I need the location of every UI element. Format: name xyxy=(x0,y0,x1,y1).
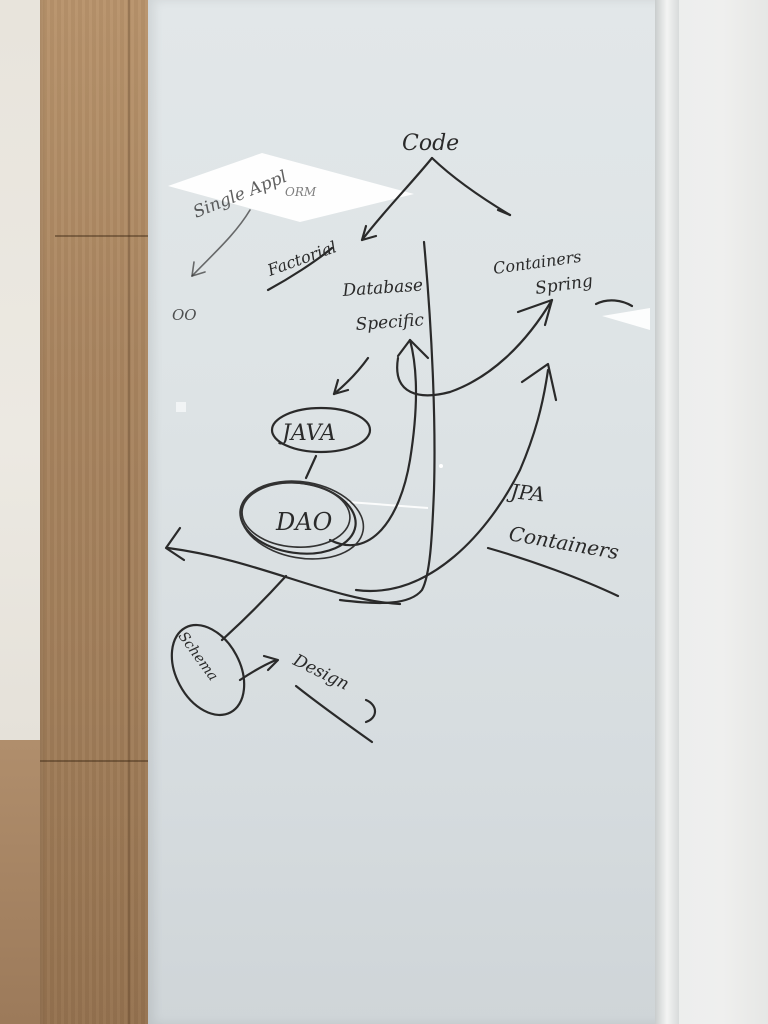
schema-ellipse xyxy=(170,623,246,717)
label-java: JAVA xyxy=(278,421,336,446)
board-dot xyxy=(439,464,443,468)
connector-java-dao xyxy=(304,454,318,480)
design-squiggle xyxy=(364,698,377,724)
arrow-code-left xyxy=(360,156,434,242)
curve-dao-to-specific xyxy=(328,338,418,547)
arrow-code-right xyxy=(430,156,512,217)
arrow-down-left xyxy=(191,209,251,277)
glare-line xyxy=(347,501,429,509)
label-specific: Specific xyxy=(355,310,425,335)
label-oo: OO xyxy=(172,306,197,324)
jpa-underline xyxy=(486,546,620,598)
light-reflection-small xyxy=(602,308,650,330)
light-reflection xyxy=(168,153,414,222)
connector-to-schema xyxy=(220,574,288,642)
arrow-to-left xyxy=(166,546,402,606)
label-jpa: JPA xyxy=(505,479,545,507)
board-frame-edge xyxy=(655,0,679,1024)
spring-squiggle xyxy=(594,299,634,308)
arrow-head xyxy=(360,224,378,242)
label-dao: DAO xyxy=(275,508,333,536)
underline xyxy=(266,246,334,292)
arrow-to-java xyxy=(332,356,370,396)
label-orm: ORM xyxy=(285,185,317,199)
arrow-schema-to-design xyxy=(238,658,278,682)
curve-specific-to-spring xyxy=(396,298,554,397)
label-code: Code xyxy=(402,131,459,156)
design-underline xyxy=(294,684,374,744)
vertical-divider xyxy=(338,240,436,605)
java-ellipse xyxy=(270,406,372,454)
curve-to-jpa xyxy=(354,368,550,593)
arrow-head xyxy=(496,208,512,217)
board-mark xyxy=(176,402,186,412)
